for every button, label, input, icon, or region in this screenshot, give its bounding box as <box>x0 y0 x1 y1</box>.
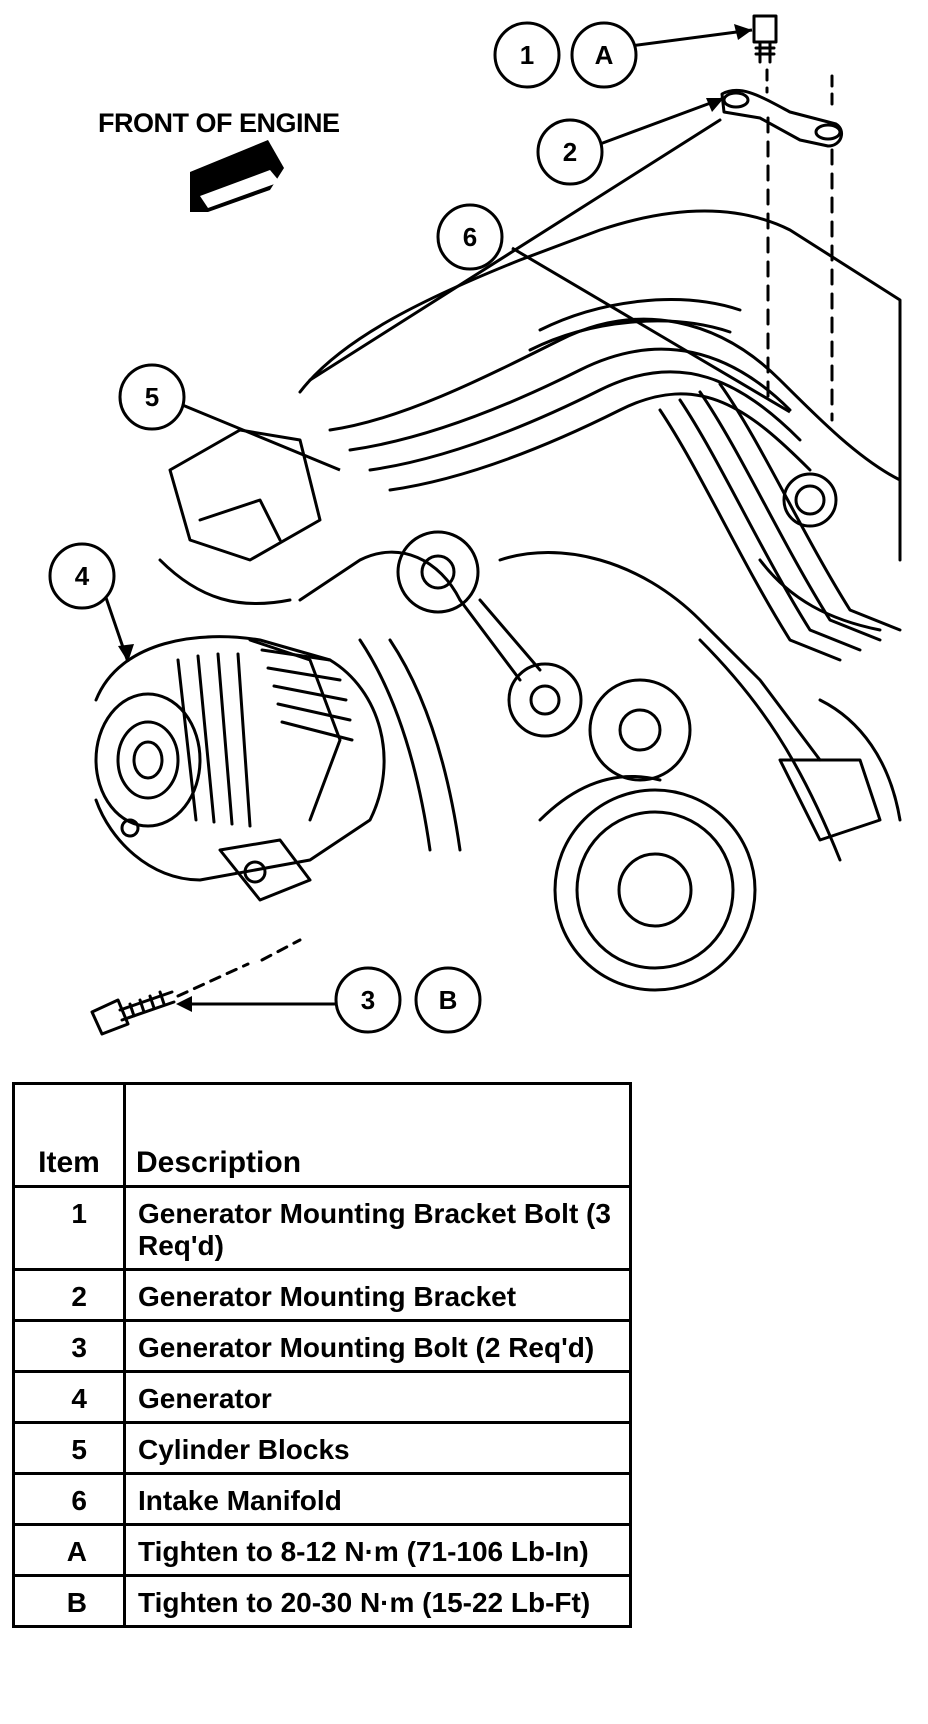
callout-5: 5 <box>118 363 186 431</box>
callout-3: 3 <box>334 966 402 1034</box>
description-cell: Generator Mounting Bracket Bolt (3 Req'd… <box>123 1185 632 1271</box>
item-cell: 1 <box>12 1185 126 1271</box>
table-row: 4 Generator <box>12 1370 632 1424</box>
item-cell: 3 <box>12 1319 126 1373</box>
front-arrow-icon <box>190 140 284 212</box>
table-row: A Tighten to 8-12 N·m (71-106 Lb-In) <box>12 1523 632 1577</box>
svg-text:5: 5 <box>145 382 159 412</box>
description-cell: Generator <box>123 1370 632 1424</box>
svg-text:2: 2 <box>563 137 577 167</box>
callout-6: 6 <box>436 203 504 271</box>
description-cell: Cylinder Blocks <box>123 1421 632 1475</box>
table-row: 1 Generator Mounting Bracket Bolt (3 Req… <box>12 1185 632 1271</box>
description-cell: Generator Mounting Bracket <box>123 1268 632 1322</box>
callout-1: 1 <box>493 21 561 89</box>
svg-text:1: 1 <box>520 40 534 70</box>
svg-text:A: A <box>595 40 614 70</box>
table-row: 6 Intake Manifold <box>12 1472 632 1526</box>
legend-table: Item Description 1 Generator Mounting Br… <box>12 1082 632 1628</box>
svg-text:B: B <box>439 985 458 1015</box>
table-row: B Tighten to 20-30 N·m (15-22 Lb-Ft) <box>12 1574 632 1628</box>
item-cell: B <box>12 1574 126 1628</box>
description-cell: Tighten to 8-12 N·m (71-106 Lb-In) <box>123 1523 632 1577</box>
callout-2: 2 <box>536 118 604 186</box>
description-cell: Generator Mounting Bolt (2 Req'd) <box>123 1319 632 1373</box>
callout-4: 4 <box>48 542 116 610</box>
description-cell: Tighten to 20-30 N·m (15-22 Lb-Ft) <box>123 1574 632 1628</box>
front-of-engine-label: FRONT OF ENGINE <box>98 108 340 138</box>
engine-linework <box>90 14 902 1036</box>
item-cell: 4 <box>12 1370 126 1424</box>
callout-B: B <box>414 966 482 1034</box>
description-header: Description <box>123 1082 632 1188</box>
item-cell: 2 <box>12 1268 126 1322</box>
engine-diagram: FRONT OF ENGINE <box>48 14 902 1036</box>
item-header: Item <box>12 1082 126 1188</box>
item-cell: A <box>12 1523 126 1577</box>
callout-A: A <box>570 21 638 89</box>
legend-header-row: Item Description <box>12 1082 632 1188</box>
leader-arrowheads <box>118 24 752 1012</box>
description-cell: Intake Manifold <box>123 1472 632 1526</box>
svg-text:6: 6 <box>463 222 477 252</box>
item-cell: 6 <box>12 1472 126 1526</box>
table-row: 5 Cylinder Blocks <box>12 1421 632 1475</box>
table-row: 2 Generator Mounting Bracket <box>12 1268 632 1322</box>
svg-text:3: 3 <box>361 985 375 1015</box>
item-cell: 5 <box>12 1421 126 1475</box>
table-row: 3 Generator Mounting Bolt (2 Req'd) <box>12 1319 632 1373</box>
svg-text:4: 4 <box>75 561 90 591</box>
